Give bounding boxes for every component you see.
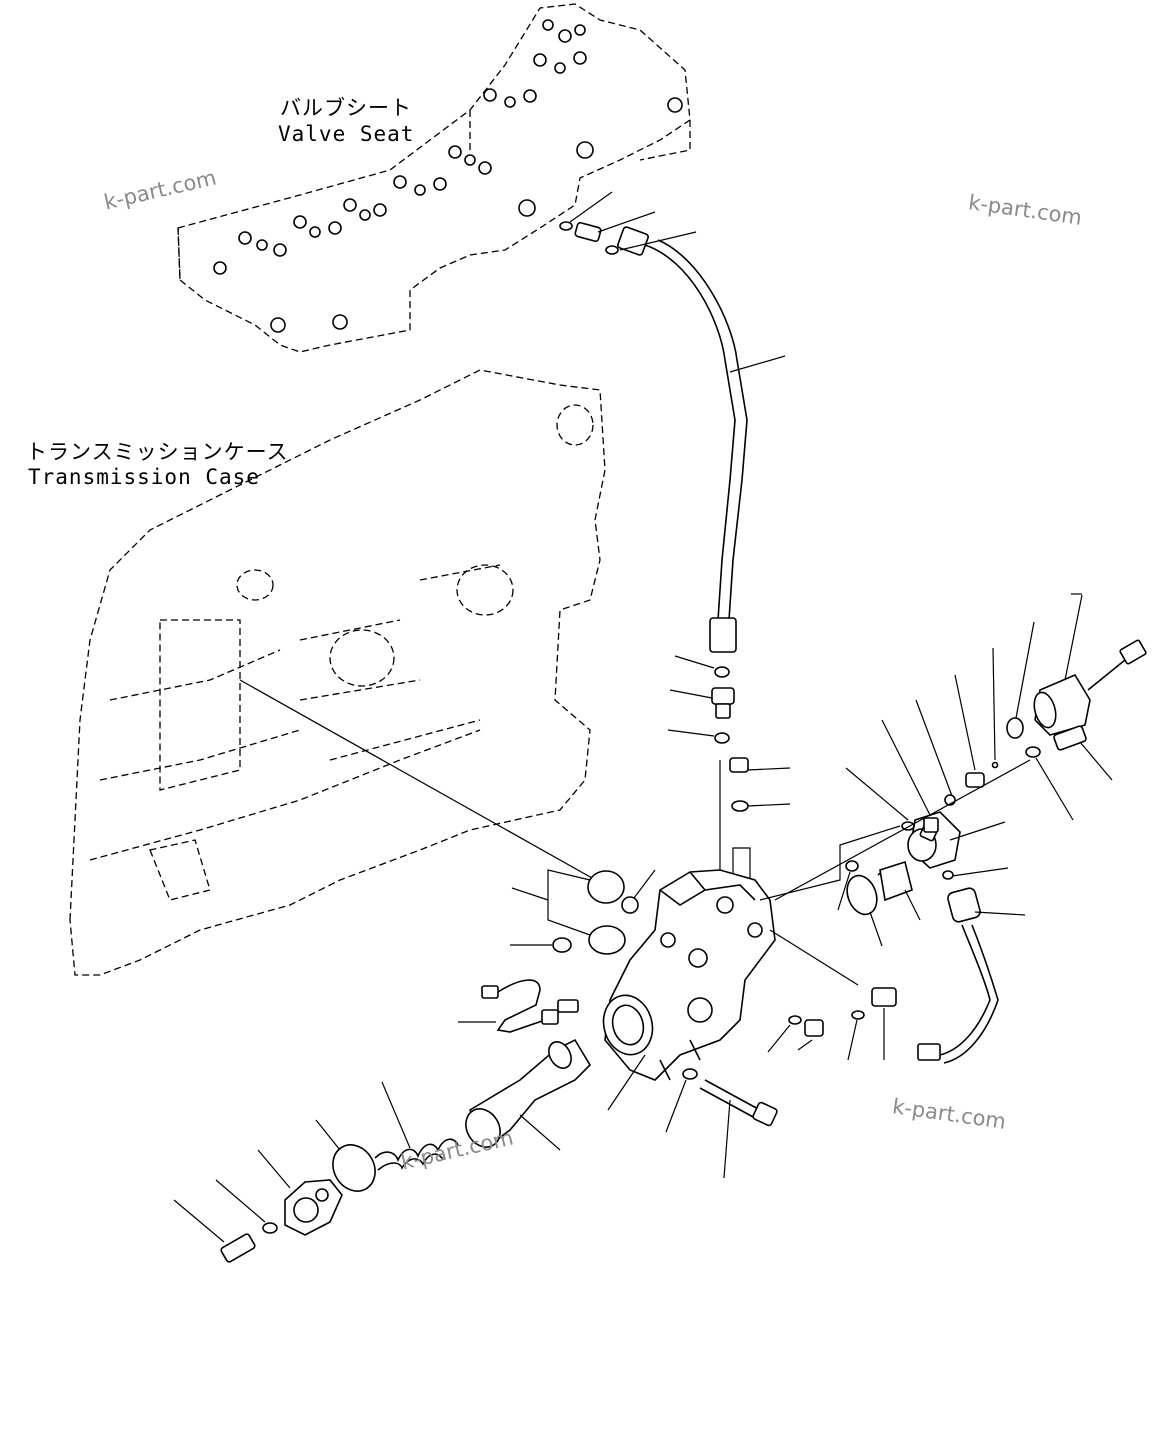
transmission-case-drawing — [69, 369, 606, 976]
spool-assembly — [173, 1038, 592, 1263]
temperature-sensor — [458, 979, 579, 1033]
fittings-stack — [667, 655, 791, 881]
o-ring-set — [239, 679, 656, 955]
transmission-case-label-jp: トランスミッションケース — [26, 440, 289, 464]
bottom-fasteners — [607, 1054, 778, 1179]
transmission-case-label-en: Transmission Case — [28, 465, 260, 489]
valve-seat-label-jp: バルブシート — [280, 96, 412, 120]
valve-body — [602, 869, 776, 1081]
valve-seat-drawing — [177, 3, 691, 353]
right-side-parts — [759, 594, 1147, 1064]
hose-assembly — [559, 191, 786, 653]
valve-seat-label-en: Valve Seat — [278, 122, 415, 146]
